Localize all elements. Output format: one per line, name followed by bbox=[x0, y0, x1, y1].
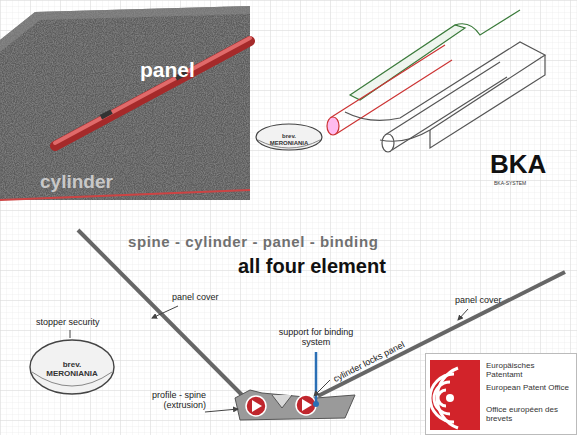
stopper-engraving: brev. MERONIANIA bbox=[36, 361, 108, 379]
node-text: Office européen des brevets bbox=[486, 406, 572, 424]
panel-photo: panel cylinder bbox=[0, 0, 250, 200]
stopper-picture bbox=[256, 124, 322, 150]
part-name: panel cover bbox=[455, 296, 502, 306]
patent-office-box: Europäisches PatentamtEuropean Patent Of… bbox=[425, 353, 577, 435]
node-text: European Patent Office bbox=[486, 384, 572, 393]
subtitle: all four element bbox=[238, 255, 386, 277]
epo-logo bbox=[428, 356, 484, 434]
brand-subtitle: BKA-SYSTEM bbox=[494, 181, 526, 187]
stopper-engraving: brev. MERONIANIA bbox=[262, 133, 316, 146]
panel-texture bbox=[0, 6, 250, 200]
node-text: panel bbox=[140, 58, 195, 81]
part-name: profile - spine (extrusion) bbox=[140, 391, 206, 411]
part-name: support for binding system bbox=[276, 328, 356, 348]
cylinder-drawing bbox=[327, 10, 545, 152]
panel-cover-line bbox=[78, 230, 243, 396]
node-text: cylinder bbox=[40, 172, 113, 193]
node-text: Europäisches Patentamt bbox=[486, 362, 572, 380]
part-name: stopper security bbox=[36, 318, 100, 328]
diagram-title: spine - cylinder - panel - binding bbox=[128, 234, 378, 251]
stopper-picture bbox=[30, 340, 114, 394]
brand-logo: BKA bbox=[490, 150, 546, 179]
part-name: panel cover bbox=[172, 293, 219, 303]
spine-profile bbox=[235, 390, 355, 420]
support-line bbox=[315, 352, 318, 404]
